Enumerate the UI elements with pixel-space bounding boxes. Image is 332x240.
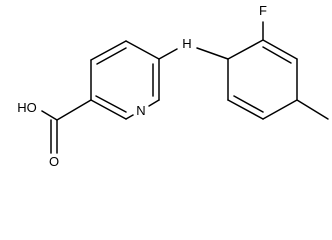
hydroxyl-label: HO <box>17 100 37 115</box>
bond <box>95 95 127 113</box>
bond <box>196 47 229 60</box>
structure-diagram: F H N HO O <box>17 3 329 169</box>
bond <box>148 99 160 107</box>
bond <box>262 46 292 64</box>
bond <box>262 39 298 60</box>
bond <box>227 39 264 60</box>
amine-hydrogen-label: H <box>182 36 191 51</box>
molecule-canvas: F H N HO O <box>17 3 329 169</box>
ring-nitrogen-label: N <box>136 103 145 118</box>
carbonyl-oxygen-label: O <box>49 154 59 169</box>
bond <box>233 95 264 113</box>
bond <box>41 110 58 121</box>
bond <box>262 99 298 120</box>
bond <box>56 99 92 121</box>
bond <box>90 40 127 61</box>
bond <box>125 114 134 120</box>
bond <box>158 48 178 60</box>
fluorine-label: F <box>259 3 267 18</box>
bond <box>296 99 329 120</box>
bond <box>90 99 127 120</box>
bond <box>125 40 160 60</box>
bond <box>227 99 264 120</box>
bond <box>96 47 127 65</box>
